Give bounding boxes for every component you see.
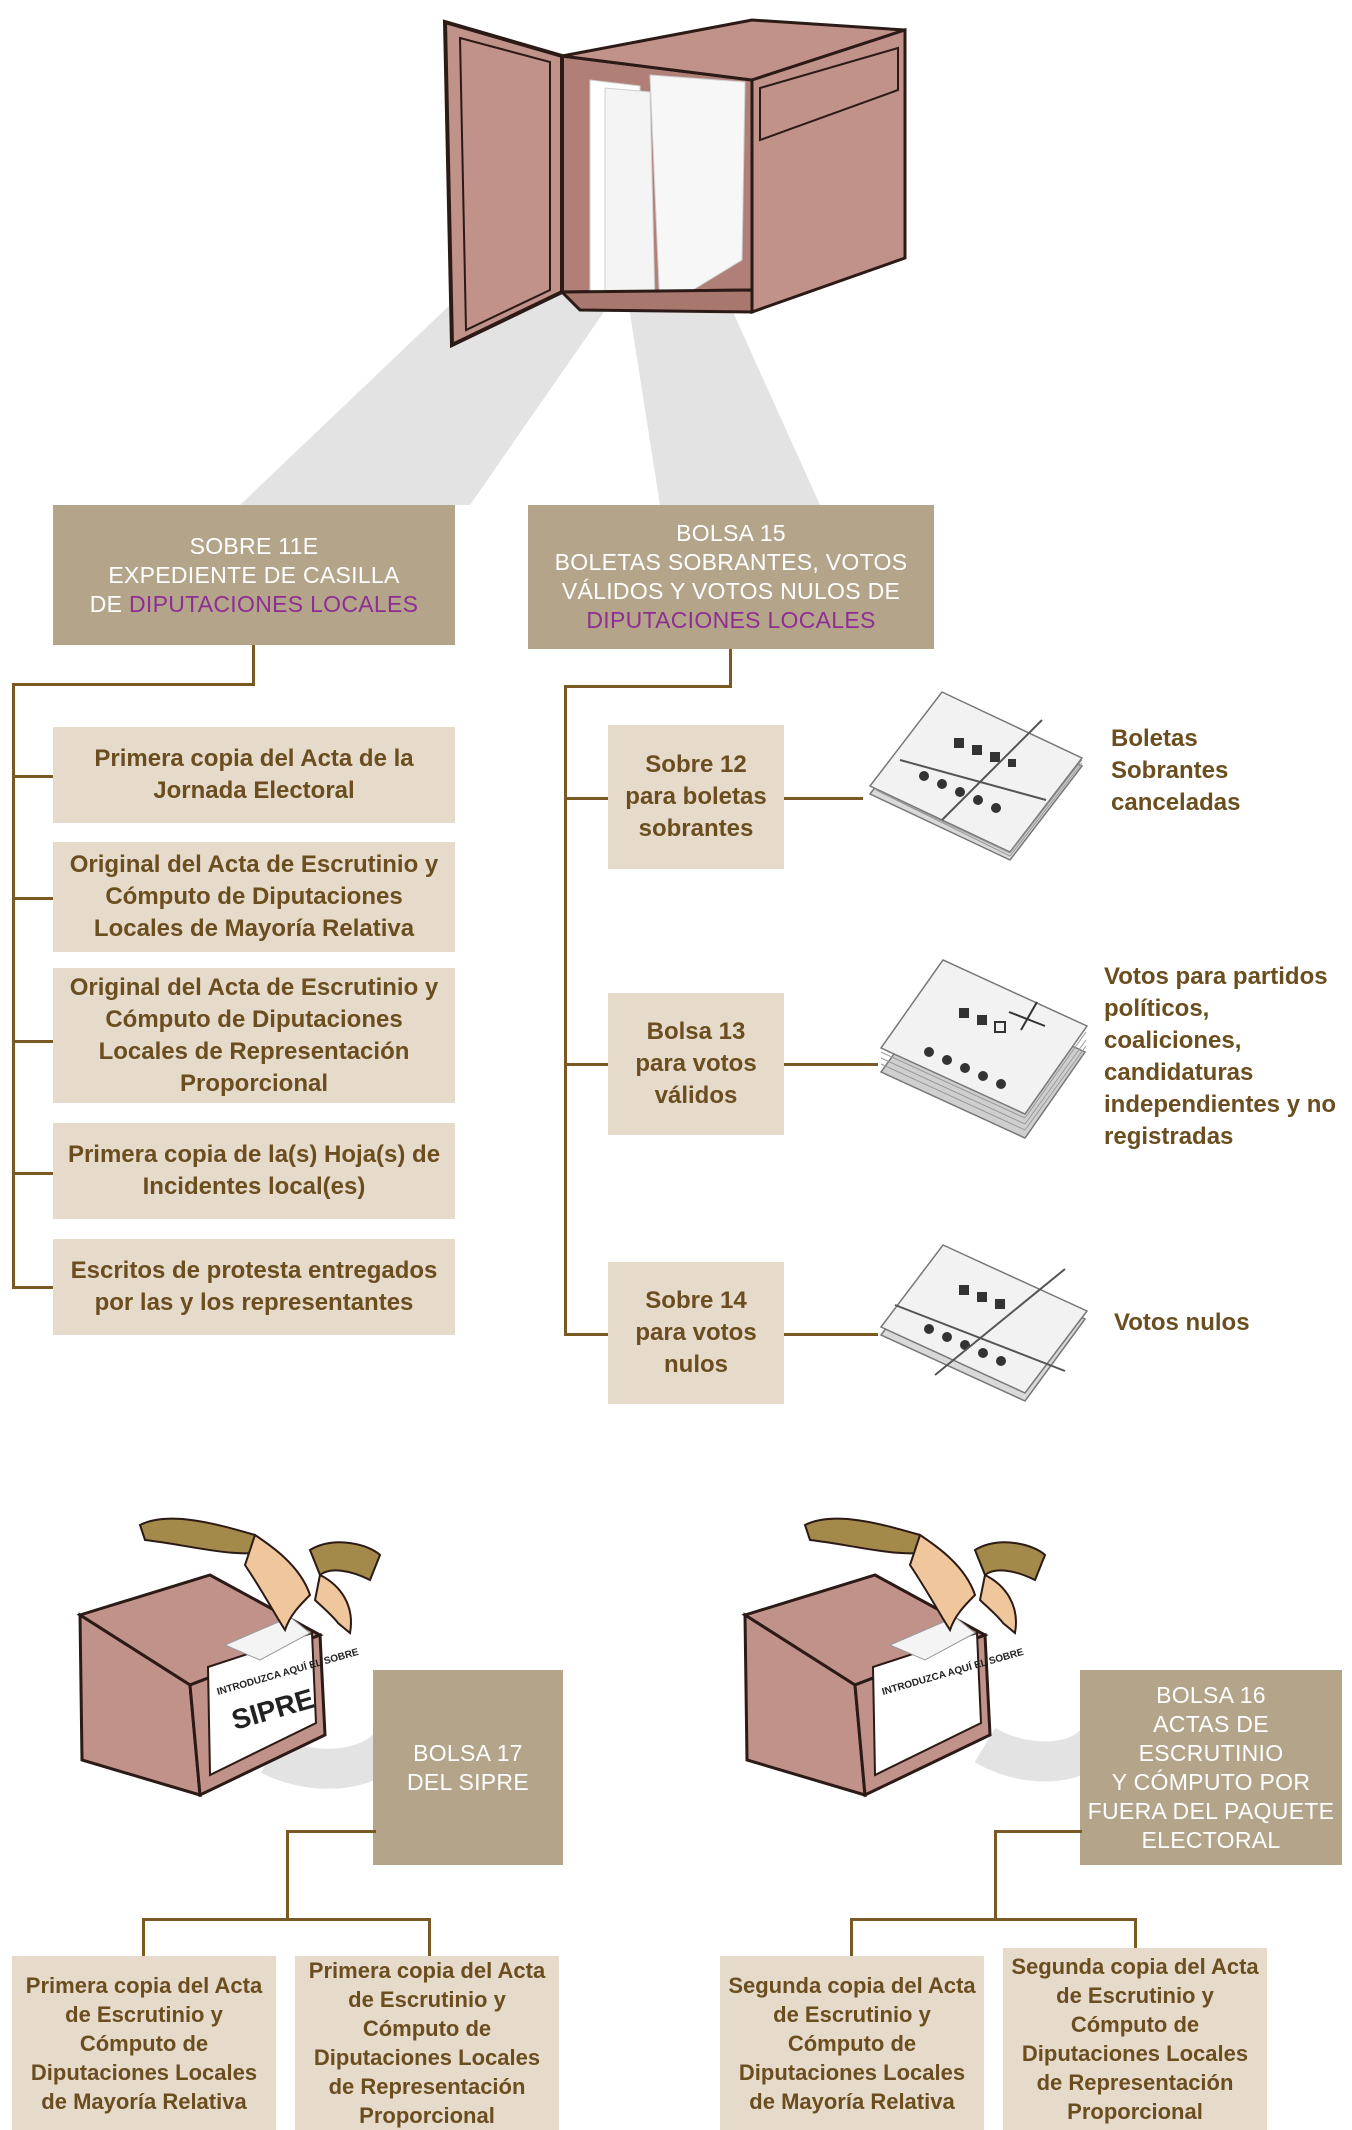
connector <box>12 897 54 900</box>
connector <box>564 685 732 688</box>
sobre-11e-prefix: DE <box>89 590 129 617</box>
list-item: Original del Acta de Escrutinio y Cómput… <box>53 842 455 952</box>
connector <box>994 1830 997 1920</box>
connector <box>783 797 863 800</box>
connector <box>12 683 255 686</box>
ballot-stack-canceled-icon <box>868 691 1084 861</box>
list-item: Primera copia del Acta de Escrutinio y C… <box>12 1956 276 2130</box>
connector <box>12 1172 54 1175</box>
list-item: Escritos de protesta entregados por las … <box>53 1239 455 1335</box>
bolsa-16-header: BOLSA 16 ACTAS DE ESCRUTINIO Y CÓMPUTO P… <box>1080 1670 1342 1865</box>
list-item: Original del Acta de Escrutinio y Cómput… <box>53 968 455 1103</box>
connector <box>783 1333 878 1336</box>
connector <box>564 685 567 1335</box>
list-item: Primera copia del Acta de Escrutinio y C… <box>295 1956 559 2130</box>
actas-ballot-box-illustration: INTRODUZCA AQUÍ EL SOBRE <box>741 1517 1126 1798</box>
connector <box>12 775 54 778</box>
connector <box>12 1040 54 1043</box>
connector <box>850 1918 853 1958</box>
connector <box>12 683 15 1288</box>
caption-votos-nulos: Votos nulos <box>1114 1309 1250 1336</box>
bolsa-15-highlight: DIPUTACIONES LOCALES <box>586 607 876 633</box>
connector <box>12 1286 54 1289</box>
connector <box>428 1918 431 1958</box>
ballot-stack-valid-icon <box>879 959 1089 1139</box>
bolsa-15-header: BOLSA 15 BOLETAS SOBRANTES, VOTOS VÁLIDO… <box>528 505 934 649</box>
connector <box>783 1063 878 1066</box>
connector <box>1134 1918 1137 1958</box>
bolsa-17-subtitle: DEL SIPRE <box>406 1768 529 1795</box>
sobre-11e-highlight: DIPUTACIONES LOCALES <box>128 590 419 617</box>
connector <box>850 1918 1137 1921</box>
connector <box>564 797 610 800</box>
open-package-illustration <box>240 18 907 505</box>
connector <box>564 1333 610 1336</box>
connector <box>142 1918 431 1921</box>
connector <box>564 1063 610 1066</box>
sobre-11e-subtitle: EXPEDIENTE DE CASILLA <box>108 561 400 588</box>
sobre-11e-header: SOBRE 11E EXPEDIENTE DE CASILLA DE DIPUT… <box>53 505 455 645</box>
bolsa-15-line3: VÁLIDOS Y VOTOS NULOS DE <box>561 578 901 604</box>
list-item: Primera copia del Acta de la Jornada Ele… <box>53 727 455 823</box>
sobre-11e-title: SOBRE 11E <box>189 532 319 559</box>
list-item: Segunda copia del Acta de Escrutinio y C… <box>720 1956 984 2130</box>
bolsa-15-line2: BOLETAS SOBRANTES, VOTOS <box>554 549 908 575</box>
list-item: Primera copia de la(s) Hoja(s) de Incide… <box>53 1123 455 1219</box>
connector <box>286 1830 376 1833</box>
bolsa-17-title: BOLSA 17 <box>413 1739 523 1766</box>
connector <box>286 1830 289 1920</box>
bolsa-16-line2: ACTAS DE ESCRUTINIO <box>1138 1710 1284 1766</box>
connector <box>729 649 732 687</box>
list-item: Bolsa 13 para votos válidos <box>608 993 784 1135</box>
list-item: Sobre 12 para boletas sobrantes <box>608 725 784 869</box>
caption-boletas-sobrantes: Boletas Sobrantes canceladas <box>1111 725 1241 816</box>
connector <box>142 1918 145 1958</box>
bolsa-16-line4: FUERA DEL PAQUETE <box>1087 1797 1335 1824</box>
bolsa-17-header: BOLSA 17 DEL SIPRE <box>373 1670 563 1865</box>
bolsa-16-title: BOLSA 16 <box>1156 1681 1266 1708</box>
bolsa-15-title: BOLSA 15 <box>676 520 786 546</box>
caption-votos-validos: Votos para partidos políticos, coalicion… <box>1104 963 1337 1150</box>
bolsa-16-line3: Y CÓMPUTO POR <box>1111 1768 1311 1795</box>
connector <box>252 645 255 685</box>
ballot-stack-null-icon <box>879 1244 1089 1402</box>
list-item: Sobre 14 para votos nulos <box>608 1262 784 1404</box>
list-item: Segunda copia del Acta de Escrutinio y C… <box>1003 1948 1267 2130</box>
bolsa-16-line5: ELECTORAL <box>1141 1826 1281 1853</box>
connector <box>994 1830 1082 1833</box>
